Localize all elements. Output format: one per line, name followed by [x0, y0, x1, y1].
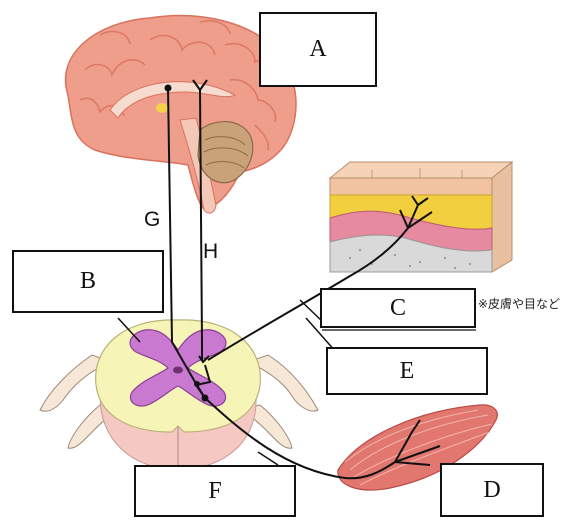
box-a[interactable]: A: [259, 12, 377, 87]
skin-eye-note: ※皮膚や目など: [478, 295, 560, 312]
box-c[interactable]: C: [320, 288, 476, 328]
box-f[interactable]: F: [134, 465, 296, 517]
box-b[interactable]: B: [12, 250, 164, 313]
skin-illustration: [330, 162, 512, 272]
pathway-h-label: H: [203, 240, 218, 264]
spinal-cord-illustration: [40, 320, 318, 470]
box-d[interactable]: D: [440, 463, 544, 517]
pathway-g-label: G: [144, 208, 160, 232]
pathway-g-start-dot: [166, 86, 171, 91]
box-e[interactable]: E: [326, 347, 488, 395]
